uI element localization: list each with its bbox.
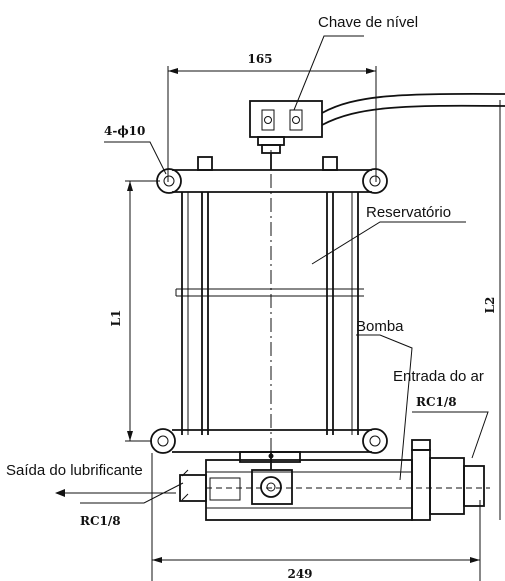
level-switch (249, 100, 323, 170)
pump-assembly (179, 439, 490, 521)
dim-port-air: RC1/8 (416, 395, 457, 409)
dim-mounting-holes: 4-ϕ10 (104, 124, 145, 138)
label-level-switch: Chave de nível (318, 14, 418, 31)
dim-height-l2: L2 (483, 297, 497, 314)
leader-lines (55, 35, 489, 504)
reservoir-body (175, 150, 364, 460)
dim-height-l1: L1 (109, 310, 123, 327)
dimension-top-width (167, 66, 377, 182)
label-reservoir: Reservatório (366, 204, 451, 221)
label-pump: Bomba (356, 318, 404, 335)
dimension-bottom-width (151, 453, 481, 581)
dim-top-width: 165 (247, 52, 272, 66)
dimension-height-l1 (125, 180, 160, 442)
dim-port-outlet: RC1/8 (80, 514, 121, 528)
switch-cable (321, 92, 505, 126)
label-lubricant-outlet: Saída do lubrificante (6, 462, 143, 479)
dim-bottom-width: 249 (287, 567, 312, 581)
top-plate (156, 156, 388, 194)
label-air-inlet: Entrada do ar (393, 368, 484, 385)
